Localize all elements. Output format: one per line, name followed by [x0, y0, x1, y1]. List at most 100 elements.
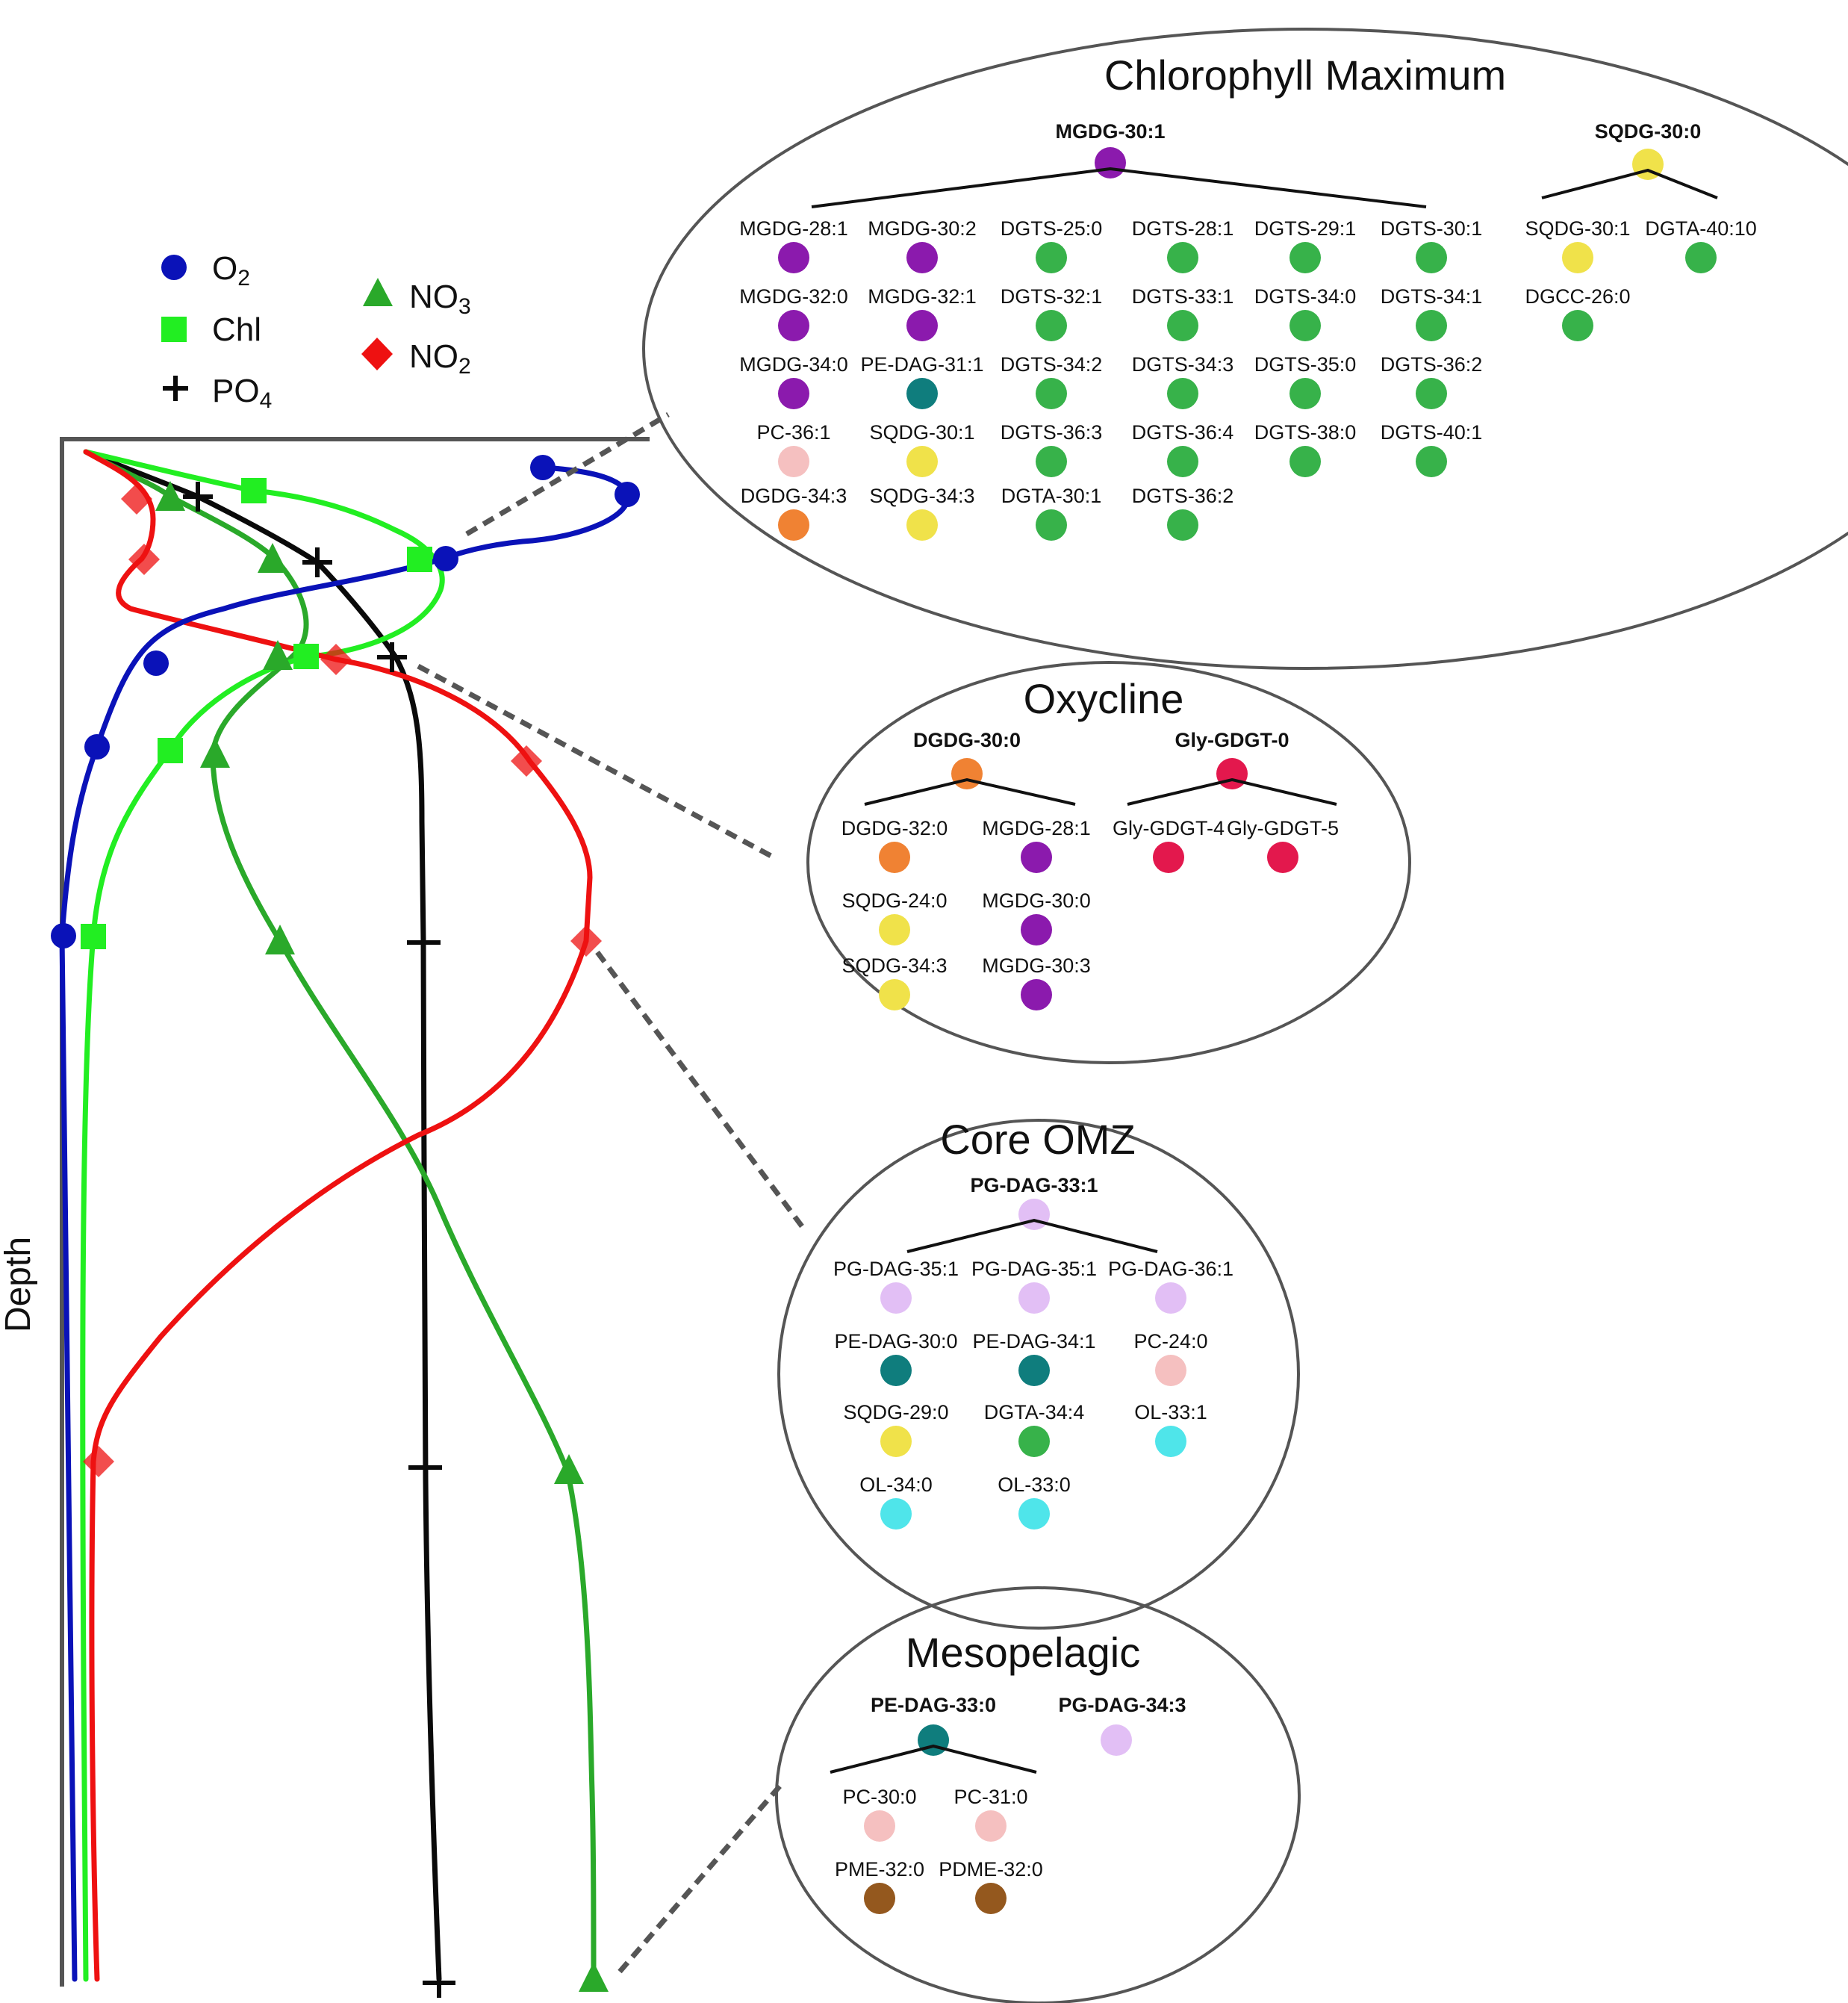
- chl-profile-line: [80, 449, 445, 1982]
- lipid-item: DGTA-34:4: [984, 1401, 1085, 1457]
- lipid-item: PDME-32:0: [939, 1858, 1043, 1914]
- lipid-label: DGTS-34:0: [1254, 285, 1357, 308]
- parent-lipid-dot: [1018, 1199, 1050, 1230]
- lipid-label: MGDG-32:1: [868, 285, 977, 308]
- lipid-dot: [880, 1498, 912, 1530]
- parent-lipid-label: DGDG-30:0: [913, 729, 1021, 751]
- legend-o2-sub: 2: [237, 266, 250, 291]
- legend-no2: NO2: [361, 338, 471, 379]
- svg-text:NO3: NO3: [409, 279, 471, 319]
- lipid-dot: [879, 914, 910, 945]
- lipid-label: PE-DAG-34:1: [972, 1330, 1095, 1353]
- svg-text:Chl: Chl: [212, 311, 261, 348]
- lipid-dot: [1289, 242, 1321, 273]
- chl-marker-icon: [161, 317, 187, 342]
- lipid-item: PG-DAG-35:1: [971, 1258, 1097, 1314]
- lipid-label: DGDG-32:0: [841, 817, 948, 839]
- lipid-item: MGDG-32:0: [739, 285, 848, 341]
- lipid-dot: [778, 378, 809, 409]
- lipid-label: DGTA-30:1: [1001, 485, 1102, 507]
- lipid-dot: [975, 1883, 1007, 1914]
- po4-markers: [183, 482, 455, 1998]
- zone-oxycline: [806, 661, 1411, 1064]
- lipid-item: MGDG-30:0: [982, 889, 1091, 945]
- lipid-item: SQDG-34:3: [869, 485, 975, 541]
- legend: O2 Chl PO4 NO3 NO2: [161, 250, 471, 413]
- connector-mesopelagic: [617, 1779, 786, 1974]
- lipid-dot: [1416, 310, 1447, 341]
- lipid-item: MGDG-28:1: [739, 217, 848, 273]
- lipid-dot: [1153, 842, 1184, 873]
- lipid-item: DGTS-33:1: [1132, 285, 1233, 341]
- lipid-dot: [1036, 378, 1067, 409]
- lipid-label: MGDG-28:1: [982, 817, 1091, 839]
- lipid-label: PDME-32:0: [939, 1858, 1043, 1881]
- legend-chl: Chl: [161, 311, 261, 348]
- connector-oxycline: [417, 663, 778, 862]
- parent-lipid-dot: [1095, 147, 1126, 178]
- lipid-item: PC-31:0: [953, 1786, 1028, 1842]
- lipid-label: DGTA-34:4: [984, 1401, 1085, 1423]
- lipid-dot: [1018, 1282, 1050, 1314]
- connector-core-omz: [595, 950, 809, 1235]
- legend-po4-label: PO: [212, 373, 260, 409]
- legend-no2-sub: 2: [458, 354, 471, 379]
- lipid-label: OL-33:1: [1134, 1401, 1207, 1423]
- lipid-item: Gly-GDGT-4: [1113, 817, 1225, 873]
- lipid-dot: [906, 242, 938, 273]
- lipid-item: MGDG-28:1: [982, 817, 1091, 873]
- lipid-dot: [1155, 1426, 1186, 1457]
- lipid-dot: [880, 1282, 912, 1314]
- lipid-item: DGTS-36:3: [1001, 421, 1102, 477]
- lipid-dot: [864, 1883, 895, 1914]
- legend-o2-label: O: [212, 250, 237, 287]
- lipid-dot: [906, 310, 938, 341]
- lipid-label: OL-34:0: [859, 1473, 933, 1496]
- lipid-dot: [1685, 242, 1717, 273]
- lipid-item: PE-DAG-34:1: [972, 1330, 1096, 1386]
- lipid-dot: [1562, 310, 1593, 341]
- lipid-dot: [1036, 242, 1067, 273]
- lipid-dot: [1018, 1355, 1050, 1386]
- lipid-item: DGTS-25:0: [1001, 217, 1102, 273]
- svg-text:O2: O2: [212, 250, 250, 291]
- lipid-label: MGDG-28:1: [739, 217, 848, 240]
- legend-o2: O2: [161, 250, 250, 291]
- connector-chlorophyll-maximum: [465, 412, 670, 537]
- lipid-dot: [1289, 446, 1321, 477]
- lipid-dot: [1289, 378, 1321, 409]
- svg-text:PO4: PO4: [212, 373, 272, 413]
- lipid-item: DGTA-40:10: [1645, 217, 1757, 273]
- lipid-dot: [1018, 1498, 1050, 1530]
- lipid-item: OL-33:0: [998, 1473, 1071, 1530]
- lipid-dot: [1167, 378, 1198, 409]
- parent-lipid-dot: [918, 1724, 949, 1756]
- lipid-item: MGDG-32:1: [868, 285, 977, 341]
- chl-markers: [81, 478, 432, 949]
- lipid-label: DGTS-34:3: [1132, 353, 1234, 376]
- lipid-label: MGDG-34:0: [739, 353, 848, 376]
- svg-text:NO2: NO2: [409, 338, 471, 379]
- lipid-label: DGTS-38:0: [1254, 421, 1357, 444]
- lipid-label: DGTS-36:2: [1381, 353, 1483, 376]
- zone-connectors: [417, 412, 809, 1974]
- legend-no3: NO3: [363, 278, 471, 319]
- lipid-dot: [1155, 1282, 1186, 1314]
- lipid-item: PC-30:0: [842, 1786, 917, 1842]
- lipid-label: PE-DAG-31:1: [860, 353, 983, 376]
- lipid-item: DGTS-36:2: [1132, 485, 1234, 541]
- lipid-dot: [879, 979, 910, 1010]
- lipid-label: DGTS-36:2: [1132, 485, 1234, 507]
- lipid-label: SQDG-34:3: [841, 954, 947, 977]
- depth-axis-label: Depth: [0, 1237, 38, 1332]
- lipid-dot: [778, 446, 809, 477]
- lipid-item: OL-34:0: [859, 1473, 933, 1530]
- lipid-label: MGDG-30:0: [982, 889, 1091, 912]
